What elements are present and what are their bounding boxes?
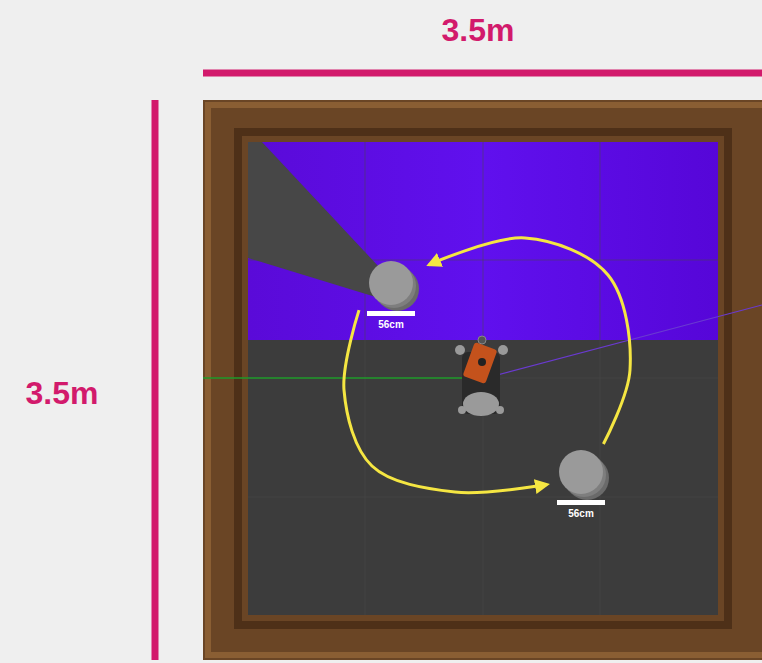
motion-arrow <box>344 310 547 493</box>
robot <box>455 336 508 416</box>
grid-line <box>248 497 718 498</box>
axis-line <box>203 377 482 379</box>
dimension-bar <box>203 70 762 77</box>
dimension-label: 3.5m <box>442 12 515 49</box>
wooden-frame <box>203 100 762 660</box>
laser-ray <box>486 305 762 378</box>
dimension-label: 3.5m <box>26 375 99 412</box>
dimension-bar <box>152 100 159 660</box>
motion-arrow <box>429 238 630 444</box>
scale-label: 56cm <box>553 508 609 519</box>
cylinder-obstacle: 56cm <box>363 259 419 332</box>
scale-bar <box>367 311 415 316</box>
frame-bevel <box>208 105 762 655</box>
cylinder-obstacle: 56cm <box>553 448 609 521</box>
scale-label: 56cm <box>363 319 419 330</box>
scale-bar <box>557 500 605 505</box>
grid-line <box>248 260 718 261</box>
